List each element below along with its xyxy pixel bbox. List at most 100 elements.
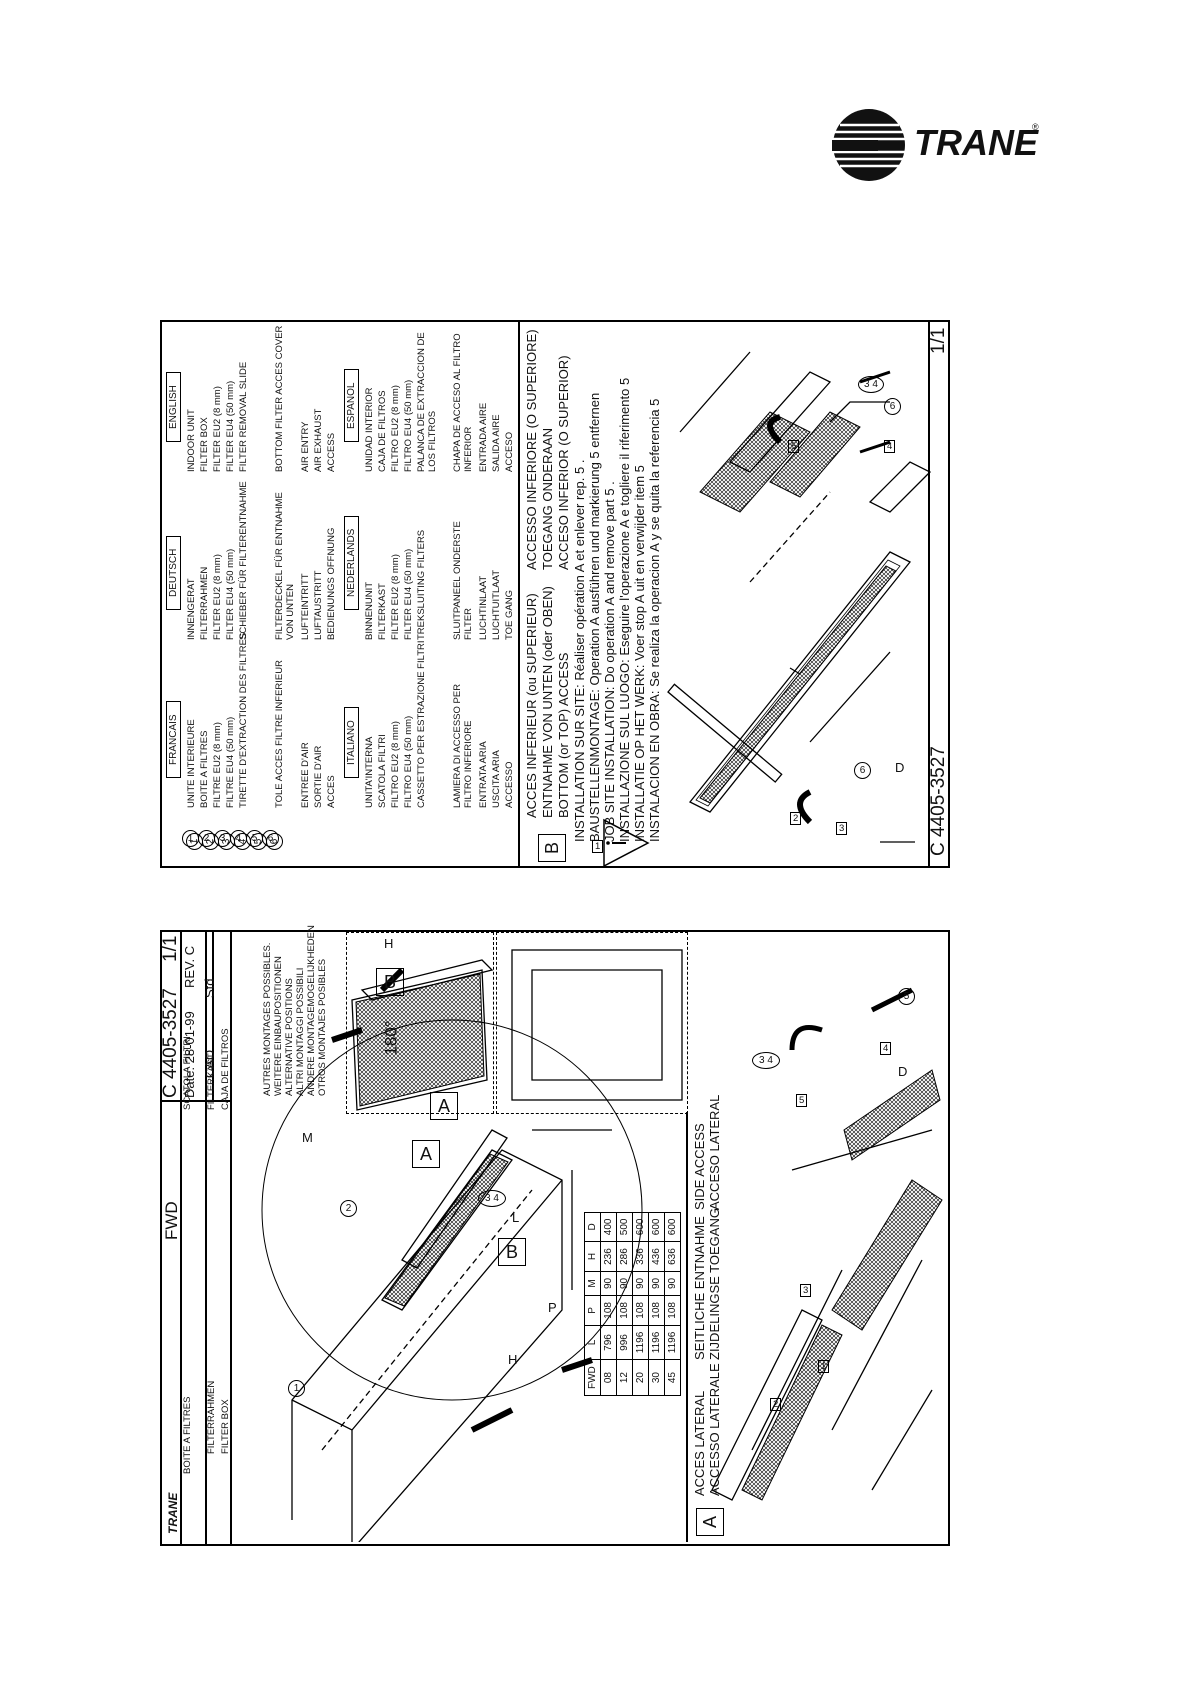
access-b-left-3: BOTTOM (or TOP) ACCESS [556, 652, 571, 818]
dims-cell: 108 [664, 1295, 681, 1326]
top-label-34: 3 4 [858, 376, 884, 393]
nl-item-1: BINNENUNIT [364, 581, 375, 640]
de-item-7: LUFTEINTRITT [300, 573, 311, 641]
bottom-rev: REV. C [182, 945, 197, 988]
bottom-drawing-no: C 4405-3527 1/1 Date: 28-01-99 REV. C CA… [160, 930, 232, 1098]
bottom-title-line-1 [180, 930, 182, 1544]
bottom-title-line-4 [212, 930, 214, 1100]
side-access-en: SIDE ACCESS [692, 1123, 707, 1210]
bottom-logo: TRANE [166, 1492, 180, 1534]
legend-circle-2: 2 [198, 830, 215, 847]
dims-cell: 236 [600, 1241, 617, 1272]
fr-item-9: ACCES [326, 775, 337, 808]
bottom-dim-h2: H [384, 936, 394, 951]
table-row: 08 796 108 90 236 400 [600, 1212, 617, 1396]
bottom-cao: CAO [202, 1049, 217, 1078]
side-step-4: 4 [880, 1042, 892, 1055]
it-item-3: FILTRO EU2 (8 mm) [390, 721, 401, 808]
dims-cell: 1196 [648, 1325, 665, 1360]
it-item-6: LAMIERA DI ACCESSO PER FILTRO INFERIORE [452, 683, 474, 808]
bottom-date: Date: 28-01-99 [182, 1011, 197, 1098]
de-item-3: FILTER EU2 (8 mm) [212, 554, 223, 640]
dims-cell: 90 [664, 1271, 681, 1296]
dims-cell: 90 [648, 1271, 665, 1296]
install-nl: INSTALLATIE OP HET WERK: Voer stop A uit… [632, 465, 647, 842]
dims-h-m: M [584, 1271, 601, 1296]
it-item-2: SCATOLA FILTRI [377, 734, 388, 808]
dims-cell: 45 [664, 1359, 681, 1396]
fr-item-4: FILTRE EU4 (50 mm) [225, 716, 236, 808]
bottom-title-en: FILTER BOX [220, 1399, 231, 1454]
dims-cell: 12 [616, 1359, 633, 1396]
side-step-1: 1 [818, 1360, 830, 1373]
bottom-no: C 4405-3527 [160, 988, 181, 1098]
dims-header-row: FWD L P M H D [584, 1212, 601, 1396]
dims-cell: 600 [632, 1212, 649, 1242]
lang-row-1b: TOLE ACCES FILTRE INFERIEUR ENTREE D'AIR… [274, 314, 344, 808]
dims-h-fwd: FWD [584, 1359, 601, 1396]
en-item-8: AIR EXHAUST [313, 408, 324, 472]
dims-cell: 90 [632, 1271, 649, 1296]
bottom-access-drawing [667, 351, 932, 843]
es-item-7: ENTRADA AIRE [478, 402, 489, 472]
it-item-1: UNITA'INTERNA [364, 736, 375, 808]
es-item-4: FILTRO EU4 (50 mm) [403, 379, 414, 472]
top-step-5: 5 [788, 440, 800, 453]
bottom-label-1: 1 [288, 1380, 305, 1397]
en-item-1: INDOOR UNIT [186, 409, 197, 472]
bottom-dim-p: P [548, 1300, 557, 1315]
fr-item-6: TOLE ACCES FILTRE INFERIEUR [274, 660, 285, 808]
bottom-marker-b2: B [376, 968, 404, 996]
bottom-label-5: 5 [898, 988, 915, 1005]
de-item-9: BEDIENUNGS OFFNUNG [326, 527, 337, 640]
access-b-left-2: ENTNAHME VON UNTEN (oder OBEN) [540, 586, 555, 818]
position-box-2 [496, 932, 688, 1114]
lang-row-1: FRANCAIS UNITE INTERIEURE BOITE A FILTRE… [166, 314, 270, 808]
bottom-rotation: 180° [381, 1020, 401, 1056]
legend-circles: 1 2 3 4 5 6 [182, 826, 282, 866]
it-item-9: ACCESSO [504, 761, 515, 808]
de-item-4: FILTER EU4 (50 mm) [225, 548, 236, 640]
table-row: 20 1196 108 90 336 600 [632, 1212, 649, 1396]
trane-globe-icon [832, 109, 905, 181]
dims-cell: 108 [616, 1295, 633, 1326]
top-footer-line [928, 320, 930, 866]
top-label-6: 6 [884, 398, 901, 415]
bottom-dim-d: D [898, 1064, 908, 1079]
dims-cell: 1196 [664, 1325, 681, 1360]
dims-table-wrap: FWD L P M H D 08 796 108 90 236 400 12 9… [584, 1164, 684, 1396]
nl-head: NEDERLANDS [344, 515, 359, 610]
side-access-divider [686, 1112, 688, 1542]
side-step-5: 5 [796, 1094, 808, 1107]
page-reg: ® [1032, 122, 1039, 132]
table-row: 45 1196 108 90 636 600 [664, 1212, 681, 1396]
de-head: DEUTSCH [166, 535, 181, 610]
warning-icon [603, 818, 650, 868]
bottom-marker-a2: A [430, 1092, 458, 1120]
dims-h-d: D [584, 1212, 601, 1242]
dims-cell: 600 [664, 1212, 681, 1242]
it-head: ITALIANO [344, 707, 359, 778]
es-item-1: UNIDAD INTERIOR [364, 387, 375, 472]
nl-item-7: LUCHTINLAAT [478, 575, 489, 640]
top-footer-sheet: 1/1 [928, 327, 949, 354]
dims-cell: 286 [616, 1241, 633, 1272]
page-wordmark: TRANE [914, 122, 1038, 163]
dims-cell: 20 [632, 1359, 649, 1396]
dims-cell: 30 [648, 1359, 665, 1396]
dims-cell: 108 [600, 1295, 617, 1326]
side-access-it: ACCESSO LATERALE [707, 1363, 722, 1496]
bottom-dim-l: L [512, 1210, 520, 1225]
access-b-left-1: ACCES INFERIEUR (ou SUPERIEUR) [524, 593, 539, 818]
en-head: ENGLISH [166, 372, 181, 442]
es-item-2: CAJA DE FILTROS [377, 390, 388, 472]
dims-h-h: H [584, 1241, 601, 1272]
dims-cell: 600 [648, 1212, 665, 1242]
bottom-marker-a: A [412, 1140, 440, 1168]
top-step-1: 1 [592, 840, 604, 853]
bottom-title-line-5 [160, 1100, 230, 1102]
dims-cell: 1196 [632, 1325, 649, 1360]
legend-circle-3: 3 [214, 830, 231, 847]
lang-row-2: ITALIANO NEDERLANDS ESPANOL UNITA'INTERN… [344, 314, 448, 808]
en-item-7: AIR ENTRY [300, 421, 311, 472]
